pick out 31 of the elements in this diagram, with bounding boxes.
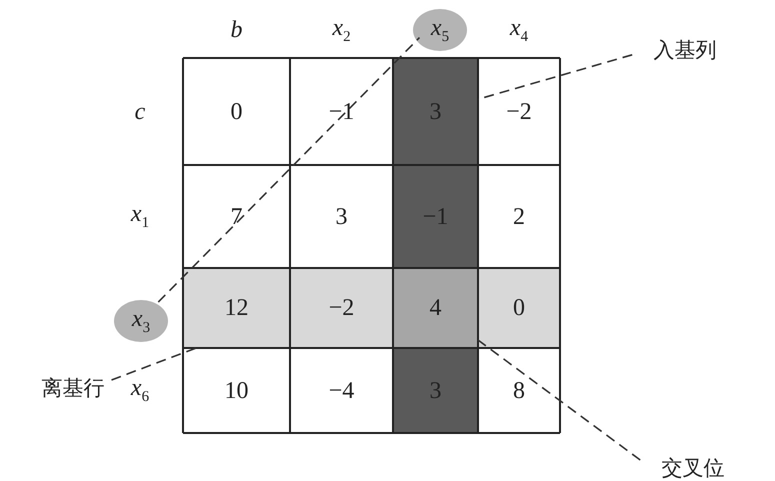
row-header: x$_{1}$ xyxy=(130,202,150,231)
cell-value: 0 xyxy=(513,296,525,320)
cell-value: 0 xyxy=(230,100,242,124)
leader-line xyxy=(478,339,641,461)
column-header: x$_{2}$ xyxy=(332,16,351,44)
variable-label: x$_{5}$ xyxy=(430,16,450,44)
cell-value: 3 xyxy=(336,204,348,228)
cell-value: 3 xyxy=(430,378,442,402)
cell-value: 8 xyxy=(513,378,525,402)
column-header: b xyxy=(230,18,242,42)
variable-label: x$_{3}$ xyxy=(132,306,150,336)
cell-value: 7 xyxy=(230,204,242,228)
callout-label: 交叉位 xyxy=(662,458,724,478)
callout-label: 离基行 xyxy=(42,378,104,398)
row-header: x$_{6}$ xyxy=(130,376,150,405)
cell-value: −1 xyxy=(422,204,448,228)
row-header: c xyxy=(134,100,146,124)
cell-value: −2 xyxy=(506,100,532,124)
column-header: x$_{4}$ xyxy=(510,16,528,44)
cell-value: −2 xyxy=(328,296,354,320)
cell-value: 4 xyxy=(430,296,442,320)
callout-label: 入基列 xyxy=(654,40,716,60)
leader-line xyxy=(478,54,632,100)
cell-value: −1 xyxy=(328,100,354,124)
leader-line xyxy=(111,347,196,381)
cell-value: 2 xyxy=(513,204,525,228)
cell-value: 3 xyxy=(430,100,442,124)
cell-value: 12 xyxy=(224,296,248,320)
cell-value: 10 xyxy=(224,378,248,402)
swap-line xyxy=(158,37,420,303)
cell-value: −4 xyxy=(328,378,354,402)
